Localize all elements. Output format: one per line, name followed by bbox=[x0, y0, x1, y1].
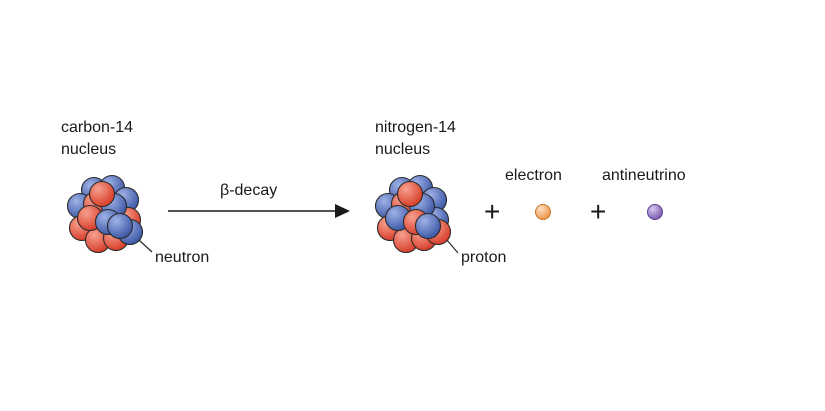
proton-label: proton bbox=[461, 249, 507, 266]
reaction-arrow-icon bbox=[168, 204, 350, 218]
neutron-callout-line bbox=[138, 239, 153, 253]
nitrogen-nucleon-proton-15 bbox=[396, 180, 424, 208]
carbon-nucleon-neutron-14 bbox=[106, 212, 134, 240]
proton-callout-line bbox=[446, 239, 459, 254]
nitrogen-14-label-line2: nucleus bbox=[375, 141, 431, 158]
electron-label: electron bbox=[505, 167, 562, 184]
carbon-nucleon-proton-15 bbox=[88, 180, 116, 208]
nitrogen-14-nucleus-label: nitrogen-14 nucleus bbox=[375, 117, 495, 161]
nitrogen-14-label-line1: nitrogen-14 bbox=[375, 119, 456, 136]
carbon-14-label-line1: carbon-14 bbox=[61, 119, 134, 136]
plus-sign-1: + bbox=[484, 196, 501, 227]
antineutrino-label: antineutrino bbox=[602, 167, 686, 184]
carbon-14-nucleus-label: carbon-14 nucleus bbox=[61, 117, 181, 161]
nitrogen-14-nucleus-icon bbox=[374, 174, 452, 254]
electron-particle-icon bbox=[535, 204, 551, 220]
antineutrino-particle-icon bbox=[647, 204, 663, 220]
plus-sign-2: + bbox=[590, 196, 607, 227]
nitrogen-nucleon-neutron-14 bbox=[414, 212, 442, 240]
neutron-label: neutron bbox=[155, 249, 210, 266]
carbon-14-label-line2: nucleus bbox=[61, 141, 117, 158]
beta-decay-label: β-decay bbox=[220, 182, 278, 199]
carbon-14-nucleus-icon bbox=[66, 174, 144, 254]
